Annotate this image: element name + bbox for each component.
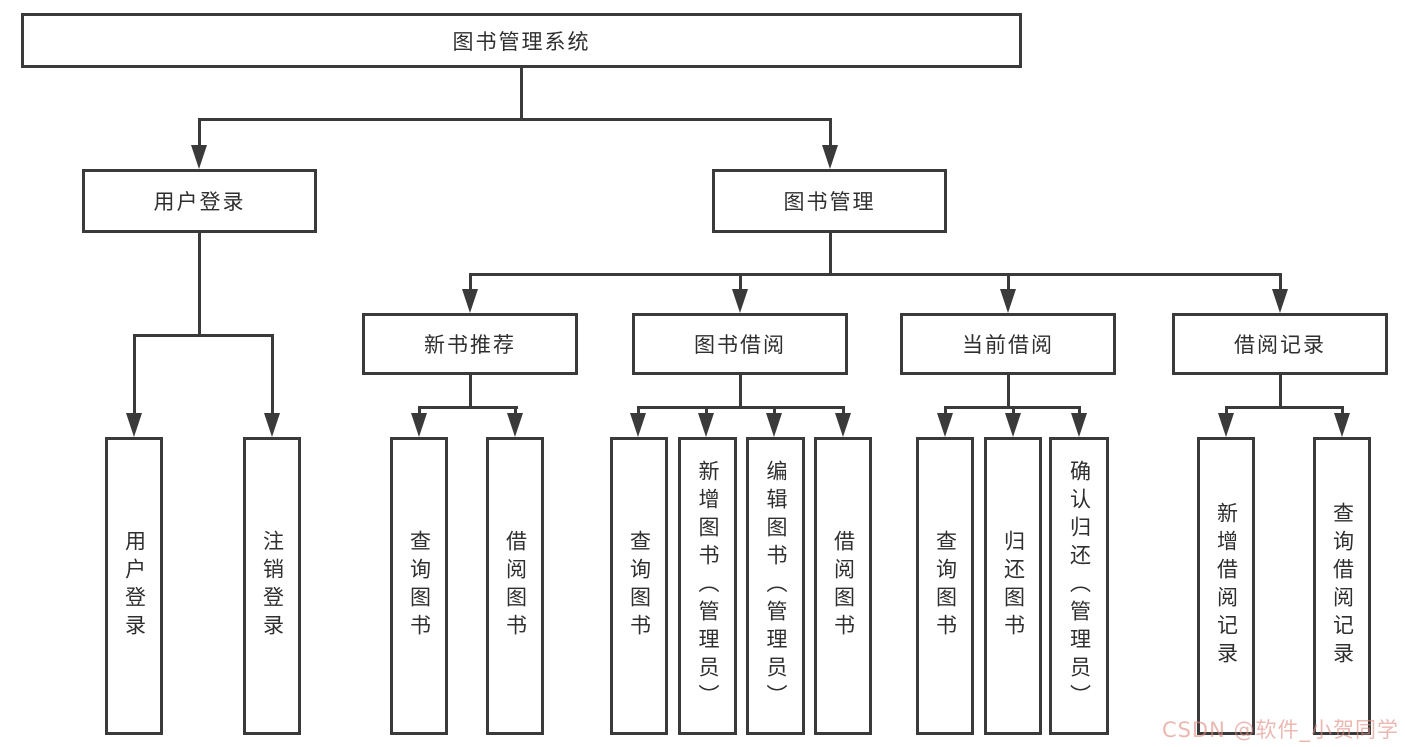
leaf-user-login: 用户登录 xyxy=(105,437,163,735)
leaf-edit-book-admin-label: 编辑图书（管理员） xyxy=(764,460,788,712)
csdn-watermark: CSDN @软件_小贺同学 xyxy=(1161,718,1399,742)
node-book-management-label: 图书管理 xyxy=(783,190,876,214)
connector-level3-drop xyxy=(1007,273,1010,291)
leaf-query-borrow-record-label: 查询借阅记录 xyxy=(1330,502,1355,670)
connector-leaf-drop xyxy=(514,406,517,416)
connector-root-stem xyxy=(520,68,523,119)
node-user-login-label: 用户登录 xyxy=(153,190,246,214)
leaf-add-book-admin-label: 新增图书（管理员） xyxy=(696,460,720,712)
leaf-borrow-book-2-label: 借阅图书 xyxy=(831,530,856,642)
arrow-down-icon xyxy=(1218,413,1234,437)
node-new-book-recommend: 新书推荐 xyxy=(362,313,578,375)
connector-level2-bar xyxy=(198,118,832,121)
connector-level3-drop xyxy=(739,273,742,291)
node-current-borrow: 当前借阅 xyxy=(900,313,1116,375)
leaf-return-book: 归还图书 xyxy=(984,437,1042,735)
arrow-down-icon xyxy=(1071,413,1087,437)
leaf-user-login-label: 用户登录 xyxy=(122,530,147,642)
connector-leaf-drop xyxy=(773,406,776,416)
connector-g4-stem xyxy=(1007,375,1010,409)
node-user-login: 用户登录 xyxy=(82,169,317,233)
node-borrow-record-label: 借阅记录 xyxy=(1234,333,1326,357)
arrow-down-icon xyxy=(698,413,714,437)
connector-leaf-drop xyxy=(705,406,708,416)
leaf-query-book-3-label: 查询图书 xyxy=(933,530,958,642)
connector-leaf-drop xyxy=(1341,406,1344,416)
connector-leaf-drop xyxy=(1225,406,1228,416)
node-book-management: 图书管理 xyxy=(712,169,947,233)
connector-book-mgmt-drop xyxy=(829,118,832,150)
connector-level3-drop xyxy=(469,273,472,291)
connector-leaf-drop xyxy=(1012,406,1015,416)
leaf-logout: 注销登录 xyxy=(243,437,301,735)
leaf-edit-book-admin: 编辑图书（管理员） xyxy=(746,437,805,735)
node-book-borrow-label: 图书借阅 xyxy=(694,333,786,357)
leaf-query-book-2-label: 查询图书 xyxy=(627,530,652,642)
arrow-down-icon xyxy=(822,145,838,169)
connector-level3-drop xyxy=(1279,273,1282,291)
leaf-logout-label: 注销登录 xyxy=(260,530,285,642)
connector-leaf-drop xyxy=(133,334,136,416)
leaf-add-borrow-record: 新增借阅记录 xyxy=(1197,437,1255,735)
connector-leaf-drop xyxy=(842,406,845,416)
connector-g3-bar xyxy=(637,406,845,409)
leaf-query-book-2: 查询图书 xyxy=(610,437,668,735)
leaf-query-book-3: 查询图书 xyxy=(916,437,974,735)
arrow-down-icon xyxy=(1000,289,1016,313)
connector-leaf-drop xyxy=(637,406,640,416)
leaf-query-book-1: 查询图书 xyxy=(390,437,448,735)
node-current-borrow-label: 当前借阅 xyxy=(962,333,1054,357)
arrow-down-icon xyxy=(126,413,142,437)
node-new-book-recommend-label: 新书推荐 xyxy=(424,333,516,357)
arrow-down-icon xyxy=(630,413,646,437)
connector-g5-stem xyxy=(1279,375,1282,409)
leaf-add-book-admin: 新增图书（管理员） xyxy=(678,437,737,735)
node-borrow-record: 借阅记录 xyxy=(1172,313,1388,375)
connector-g5-bar xyxy=(1225,406,1344,409)
leaf-query-borrow-record: 查询借阅记录 xyxy=(1313,437,1371,735)
connector-leaf-drop xyxy=(1078,406,1081,416)
leaf-return-book-label: 归还图书 xyxy=(1001,530,1026,642)
node-book-borrow: 图书借阅 xyxy=(632,313,848,375)
connector-level3-bar xyxy=(469,273,1282,276)
arrow-down-icon xyxy=(264,413,280,437)
arrow-down-icon xyxy=(766,413,782,437)
arrow-down-icon xyxy=(462,289,478,313)
leaf-borrow-book-1: 借阅图书 xyxy=(486,437,544,735)
leaf-borrow-book-1-label: 借阅图书 xyxy=(503,530,528,642)
connector-g2-bar xyxy=(418,406,518,409)
arrow-down-icon xyxy=(507,413,523,437)
connector-leaf-drop xyxy=(944,406,947,416)
arrow-down-icon xyxy=(732,289,748,313)
connector-user-login-bar xyxy=(133,334,274,337)
node-root-label: 图书管理系统 xyxy=(452,29,591,54)
leaf-add-borrow-record-label: 新增借阅记录 xyxy=(1214,502,1239,670)
arrow-down-icon xyxy=(191,145,207,169)
arrow-down-icon xyxy=(835,413,851,437)
leaf-query-book-1-label: 查询图书 xyxy=(407,530,432,642)
arrow-down-icon xyxy=(937,413,953,437)
arrow-down-icon xyxy=(1334,413,1350,437)
arrow-down-icon xyxy=(411,413,427,437)
connector-leaf-drop xyxy=(271,334,274,416)
connector-user-login-stem xyxy=(198,233,201,336)
leaf-borrow-book-2: 借阅图书 xyxy=(814,437,872,735)
leaf-confirm-return-admin-label: 确认归还（管理员） xyxy=(1067,460,1092,712)
leaf-confirm-return-admin: 确认归还（管理员） xyxy=(1049,437,1109,735)
arrow-down-icon xyxy=(1272,289,1288,313)
connector-book-mgmt-stem xyxy=(829,233,832,275)
connector-g3-stem xyxy=(739,375,742,409)
connector-g2-stem xyxy=(469,375,472,409)
arrow-down-icon xyxy=(1005,413,1021,437)
node-root: 图书管理系统 xyxy=(21,13,1022,68)
connector-user-login-drop xyxy=(198,118,201,150)
connector-leaf-drop xyxy=(418,406,421,416)
